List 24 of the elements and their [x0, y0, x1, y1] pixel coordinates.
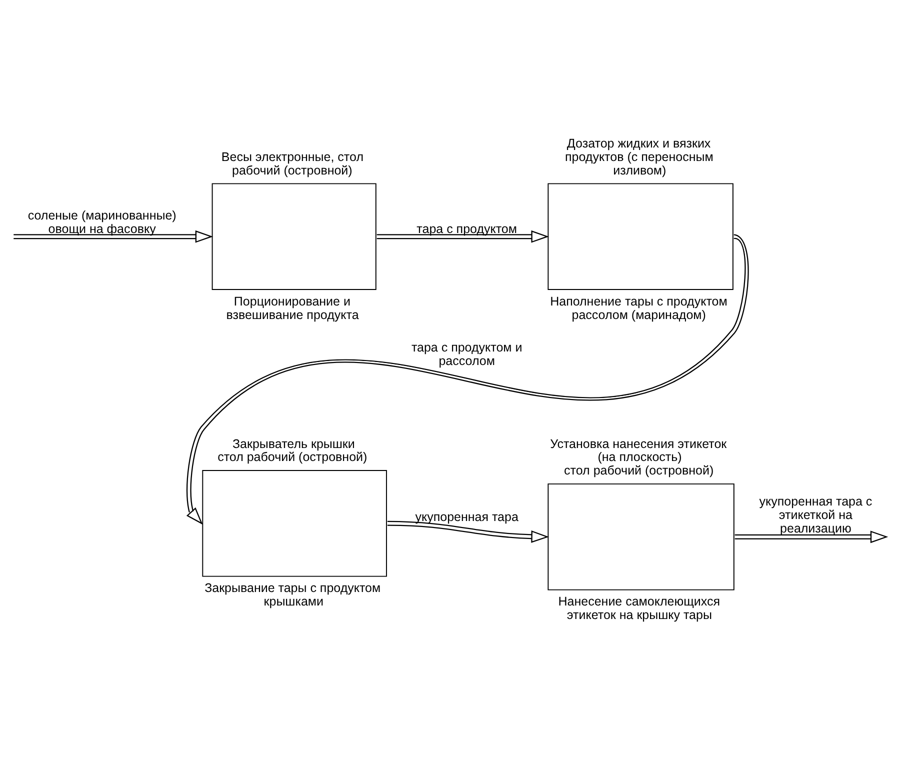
node-label: Дозатор жидких и вязких продуктов (с переносным изливом) — [565, 136, 714, 178]
node-label: Нанесение самоклеющихся этикеток на крышку тары — [558, 594, 720, 622]
node-label: Закрывание тары с продуктом крышками — [204, 581, 381, 609]
arrow — [14, 230, 214, 243]
node-box — [548, 183, 734, 290]
node-box — [202, 470, 387, 577]
edge-label: укупоренная тара с этикеткой на реализацию — [759, 494, 872, 536]
edge-label: соленые (маринованные) овощи на фасовку — [28, 208, 176, 236]
node-label: стол рабочий (островной) — [564, 464, 714, 478]
edge-label: укупоренная тара — [415, 510, 518, 524]
node-label: стол рабочий (островной) — [218, 450, 368, 464]
node-box — [548, 483, 734, 590]
edge-label: тара с продуктом и рассолом — [411, 340, 522, 368]
edge-label: тара с продуктом — [416, 222, 518, 236]
arrow — [734, 530, 888, 544]
node-label: Установка нанесения этикеток (на плоскость) — [550, 436, 727, 464]
node-box — [212, 183, 376, 290]
node-label: Весы электронные, стол рабочий (островной) — [221, 150, 364, 178]
arrow — [186, 234, 749, 525]
arrow — [387, 520, 549, 543]
node-label: Закрыватель крышки — [232, 436, 355, 451]
arrow — [376, 230, 549, 243]
node-label: Порционирование и взвешивание продукта — [226, 294, 359, 322]
node-label: Наполнение тары с продуктом рассолом (маринадом) — [550, 294, 728, 322]
